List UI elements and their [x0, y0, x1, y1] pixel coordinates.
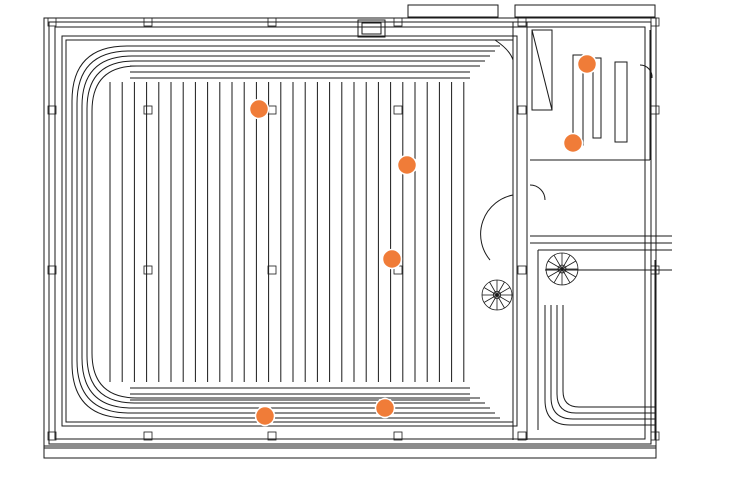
column [517, 105, 527, 115]
column [517, 265, 527, 275]
column [517, 431, 527, 441]
column [393, 17, 403, 27]
shelf [614, 61, 628, 143]
hall-curve-line [91, 65, 480, 399]
spiral-stair-step [547, 260, 563, 270]
column [393, 431, 403, 441]
column [143, 431, 153, 441]
spiral-stair-step [553, 254, 563, 270]
column [143, 265, 153, 275]
spiral-stair-step [496, 294, 511, 303]
outer-wall-line [43, 17, 657, 449]
top-box [361, 22, 382, 35]
base-strip [43, 445, 657, 459]
spiral-stair-step [561, 268, 571, 284]
outer-wall-line [48, 21, 652, 445]
corridor-line [562, 305, 655, 408]
spiral-stair-step [561, 268, 577, 278]
column [650, 431, 660, 441]
door-swing [480, 194, 514, 261]
location-marker [248, 98, 270, 120]
column [267, 431, 277, 441]
column [47, 17, 57, 27]
column [143, 17, 153, 27]
inner-wall-line [61, 35, 518, 427]
column [650, 105, 660, 115]
column [267, 17, 277, 27]
ramp-line [531, 29, 553, 111]
top-strip [514, 4, 656, 18]
hall-curve-line [71, 45, 500, 419]
inner-wall-line [65, 39, 514, 423]
location-marker [381, 248, 403, 270]
column-grid [47, 17, 660, 441]
door-swing [494, 39, 514, 61]
outer-wall-line [54, 26, 646, 440]
column [517, 17, 527, 27]
spiral-stair-step [561, 254, 571, 270]
seating-hall [71, 45, 500, 419]
spiral-stair-step [489, 294, 498, 309]
location-markers [248, 53, 598, 427]
hall-curve-line [81, 55, 490, 409]
location-marker [254, 405, 276, 427]
building-structure [43, 4, 672, 459]
spiral-stair-step [483, 287, 498, 296]
spiral-stair-step [561, 260, 577, 270]
column [650, 17, 660, 27]
location-marker [374, 397, 396, 419]
corridor-line [544, 305, 655, 426]
spiral-stairs [481, 252, 579, 311]
spiral-stair-step [483, 294, 498, 303]
top-strip [407, 4, 499, 18]
location-marker [562, 132, 584, 154]
ramp [531, 29, 553, 111]
column [143, 105, 153, 115]
spiral-stair-step [496, 287, 511, 296]
spiral-stair-step [496, 281, 505, 296]
location-marker [396, 154, 418, 176]
column [393, 105, 403, 115]
hall-curve-line [86, 60, 485, 404]
column [267, 265, 277, 275]
spiral-stair-step [547, 268, 563, 278]
shelf [592, 57, 602, 139]
top-box [357, 19, 386, 38]
spiral-stair-step [489, 281, 498, 296]
hall-curve-line [76, 50, 495, 414]
spiral-stair-step [553, 268, 563, 284]
column [47, 431, 57, 441]
column [47, 265, 57, 275]
door-swing [529, 184, 546, 201]
corridor-line [556, 305, 655, 414]
door-swing [639, 64, 653, 79]
location-marker [576, 53, 598, 75]
spiral-stair-step [496, 294, 505, 309]
corridor-line [550, 305, 655, 420]
column [47, 105, 57, 115]
column [650, 265, 660, 275]
